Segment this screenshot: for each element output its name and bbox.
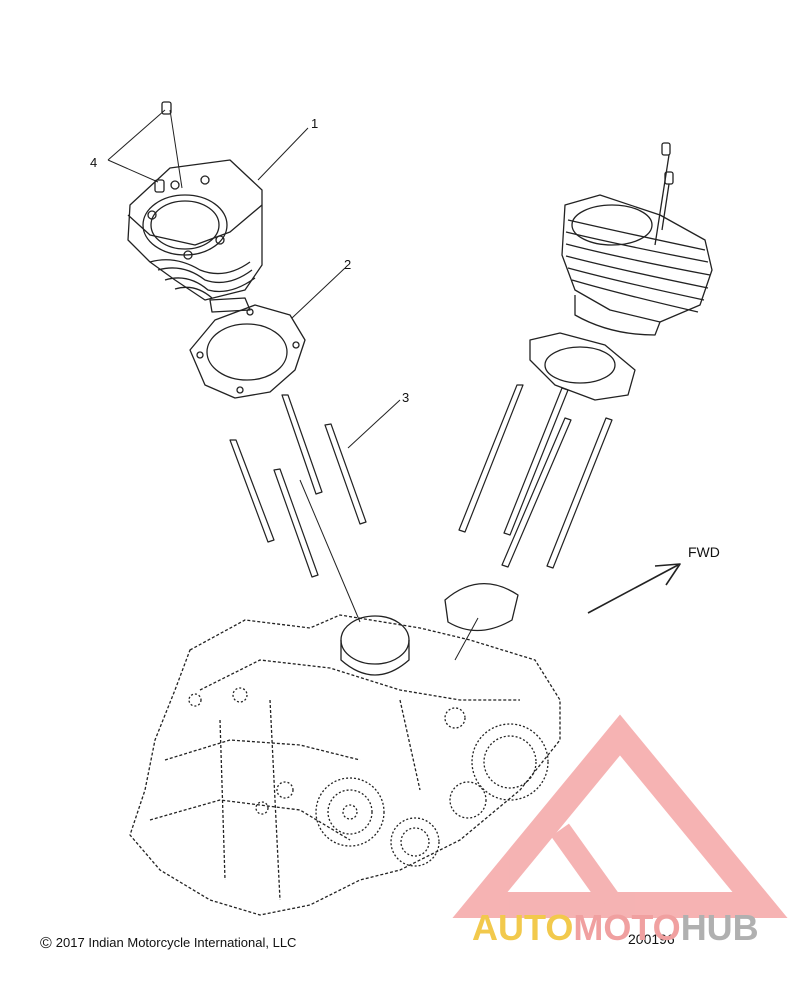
forward-label: FWD — [688, 544, 720, 560]
crankcase — [129, 614, 561, 916]
copyright-symbol: © — [40, 935, 52, 952]
right-gasket — [529, 332, 636, 401]
cylinder-studs — [229, 384, 613, 578]
watermark-text: AUTOMOTOHUB — [472, 907, 759, 949]
gears — [188, 687, 549, 867]
pistons — [340, 583, 519, 676]
copyright-notice: ©2017 Indian Motorcycle International, L… — [40, 934, 296, 952]
watermark-logo — [452, 714, 788, 918]
diagram-number: 200196 — [628, 931, 675, 947]
callout-3: 3 — [402, 390, 410, 405]
left-cylinder — [127, 159, 263, 313]
right-cylinder — [561, 142, 713, 336]
left-gasket — [189, 304, 306, 399]
callout-2: 2 — [344, 257, 352, 272]
watermark-part-auto: AUTO — [472, 907, 574, 948]
callout-1: 1 — [311, 116, 319, 131]
copyright-text: 2017 Indian Motorcycle International, LL… — [55, 935, 297, 950]
leader-lines — [107, 109, 479, 661]
callout-4: 4 — [90, 155, 98, 170]
watermark-part-hub: HUB — [680, 907, 759, 948]
forward-arrow — [587, 563, 681, 614]
dowel-pins — [154, 101, 172, 193]
watermark-part-moto: MOTO — [573, 907, 681, 948]
